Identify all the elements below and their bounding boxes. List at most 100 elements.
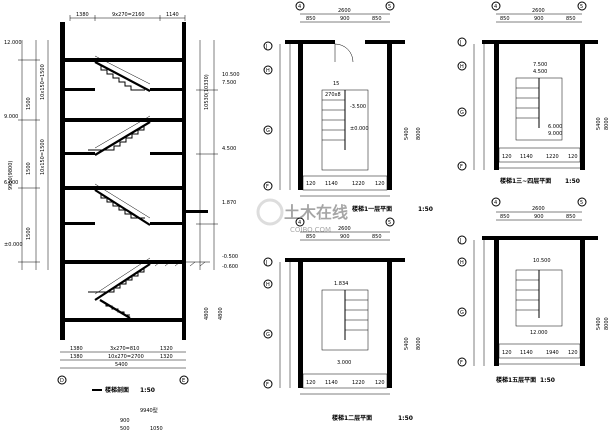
plan1-label-d: ±0.000	[350, 126, 369, 132]
plan1-bdim-b: 1140	[325, 181, 338, 187]
plan3-bdim-d: 120	[568, 154, 578, 160]
plan3-axis-g: G	[460, 110, 464, 116]
svg-text:10x150=1500: 10x150=1500	[40, 64, 46, 100]
svg-text:10x150=1500: 10x150=1500	[40, 139, 46, 175]
plan1-axis-4: 4	[298, 4, 301, 10]
plan4-dim-a: 850	[500, 214, 510, 220]
plan1-axis-j: J	[265, 44, 267, 50]
plan3-bdim-a: 120	[502, 154, 512, 160]
bottom-dim-1b: 3x270=810	[110, 346, 139, 352]
axis-d: D	[60, 378, 64, 384]
plan4-bdim-c: 1940	[546, 350, 559, 356]
note-1: 9940型	[140, 407, 158, 414]
plan4-caption: 楼梯1五层平面	[496, 376, 536, 384]
bottom-dim-2a: 1380	[70, 354, 83, 360]
plan4-axis-f: F	[460, 360, 463, 366]
watermark-sub: COIBO.COM	[290, 226, 331, 234]
plan4-label-d: 8000	[604, 317, 610, 330]
plan1-axis-g: G	[266, 128, 270, 134]
svg-text:4800: 4800	[218, 307, 224, 320]
plan1-top-dim: 2600	[338, 8, 351, 14]
bottom-dim-2b: 10x270=2700	[108, 354, 144, 360]
note-4: 1050	[150, 426, 163, 432]
plan1-label-a: 15	[333, 81, 339, 87]
section-scale: 1:50	[140, 387, 155, 394]
note-3: 500	[120, 426, 130, 432]
svg-text:10530(10330): 10530(10330)	[204, 74, 210, 110]
plan3-axis-5: 5	[580, 4, 583, 10]
plan1-axis-f: F	[266, 184, 269, 190]
plan4-top-dim: 2600	[532, 206, 545, 212]
plan2-scale: 1:50	[398, 415, 413, 422]
plan4-dim-c: 850	[566, 214, 576, 220]
watermark-logo: 土木在线 COIBO.COM	[256, 198, 348, 234]
level-right-2: 7.500	[222, 80, 236, 86]
plan1-bdim-d: 120	[375, 181, 385, 187]
plan3-axis-4: 4	[494, 4, 497, 10]
plan1-bdim-c: 1220	[352, 181, 365, 187]
plan3-label-c: 6.000	[548, 124, 562, 130]
plan3-dim-a: 850	[500, 16, 510, 22]
plan4-label-a: 10.500	[533, 258, 551, 264]
plan4-axis-h: H	[460, 260, 464, 266]
plan3-bdim-c: 1220	[546, 154, 559, 160]
plan1-scale: 1:50	[418, 206, 433, 213]
plan-floor-1: 2600 850 900 850 4 5 15 270x8 -3.500 ±0.…	[263, 1, 433, 213]
plan3-label-b: 4.500	[533, 69, 547, 75]
bottom-dim-1a: 1380	[70, 346, 83, 352]
plan2-caption: 楼梯1二层平面	[332, 414, 372, 422]
level-left-2: 9.000	[4, 114, 18, 120]
axis-e: E	[182, 378, 185, 384]
plan4-dim-b: 900	[534, 214, 544, 220]
plan2-label-c: 5400	[404, 337, 410, 350]
plan2-bdim-b: 1140	[325, 380, 338, 386]
level-left-4: ±0.000	[4, 242, 23, 248]
plan3-axis-f: F	[460, 164, 463, 170]
svg-text:1500: 1500	[26, 97, 32, 110]
plan2-axis-4: 4	[298, 220, 301, 226]
plan3-caption: 楼梯1三~四层平面	[500, 177, 551, 185]
bottom-dim-2c: 1320	[160, 354, 173, 360]
plan2-label-d: 8000	[416, 337, 422, 350]
svg-text:4800: 4800	[204, 307, 210, 320]
plan2-axis-5: 5	[388, 220, 391, 226]
plan4-label-b: 12.000	[530, 330, 548, 336]
level-right-1: 10.500	[222, 72, 240, 78]
svg-text:9950(9800): 9950(9800)	[8, 161, 14, 190]
plan3-label-e: 5400	[596, 117, 602, 130]
plan3-dim-b: 900	[534, 16, 544, 22]
level-left-1: 12.000	[4, 40, 22, 46]
plan1-axis-5: 5	[388, 4, 391, 10]
plan4-bdim-a: 120	[502, 350, 512, 356]
section-caption: 楼梯剖面	[105, 386, 129, 394]
plan1-label-e: 5400	[404, 127, 410, 140]
plan3-bdim-b: 1140	[520, 154, 533, 160]
level-right-5: -0.500	[222, 254, 238, 260]
plan1-label-b: 270x8	[325, 92, 341, 98]
plan3-label-d: 9.000	[548, 131, 562, 137]
plan2-label-b: 3.000	[337, 360, 351, 366]
plan1-label-f: 8000	[416, 127, 422, 140]
plan4-axis-j: J	[459, 238, 461, 244]
plan2-axis-f: F	[266, 382, 269, 388]
plan-floor-2: 2600 850 900 850 4 5 1.834 3.000 5400 80…	[263, 217, 422, 422]
plan3-scale: 1:50	[565, 178, 580, 185]
plan4-bdim-b: 1140	[520, 350, 533, 356]
plan1-dim-c: 850	[372, 16, 382, 22]
plan1-dim-a: 850	[306, 16, 316, 22]
section-top-dim-1: 1380	[76, 12, 89, 18]
plan-floor-3-4: 2600 850 900 850 4 5 7.500 4.500 6.000 9…	[457, 1, 610, 185]
plan2-bdim-d: 120	[375, 380, 385, 386]
plan-floor-5: 2600 850 900 850 4 5 10.500 12.000 5400 …	[457, 197, 610, 384]
note-2: 900	[120, 418, 130, 424]
plan2-axis-j: J	[265, 260, 267, 266]
plan2-axis-g: G	[266, 332, 270, 338]
level-right-3: 4.500	[222, 146, 236, 152]
plan4-axis-4: 4	[494, 200, 497, 206]
stair-section: 1380 9x270=2160 1140	[4, 12, 240, 432]
plan2-bdim-c: 1220	[352, 380, 365, 386]
watermark-text: 土木在线	[284, 203, 348, 222]
plan4-axis-g: G	[460, 310, 464, 316]
bottom-total: 5400	[115, 362, 128, 368]
